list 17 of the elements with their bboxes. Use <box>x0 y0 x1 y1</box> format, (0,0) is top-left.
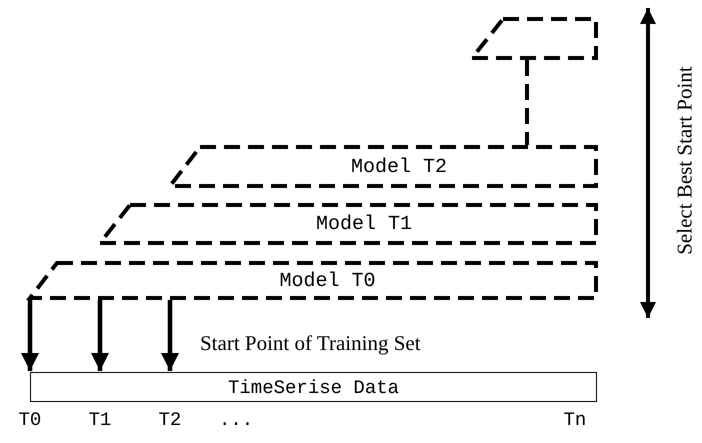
data-bar <box>30 372 597 402</box>
arrow <box>161 300 179 371</box>
model-box <box>170 145 598 188</box>
data-label: TimeSerise Data <box>228 377 400 399</box>
ellipsis-text: ... <box>219 409 254 431</box>
dashed-line <box>525 60 529 145</box>
arrow <box>91 300 109 371</box>
axis-label: Select Best Start Point <box>674 66 697 254</box>
tick-label: Tn <box>564 409 586 431</box>
annotation-text: Start Point of Training Set <box>200 332 421 356</box>
tick-label: T0 <box>18 409 42 431</box>
tick-label: T2 <box>158 409 182 431</box>
dashed-box <box>472 17 598 60</box>
model-label: Model T1 <box>316 214 412 236</box>
model-box <box>100 203 598 245</box>
tick-label: T1 <box>88 409 112 431</box>
model-label: Model T2 <box>351 156 448 178</box>
